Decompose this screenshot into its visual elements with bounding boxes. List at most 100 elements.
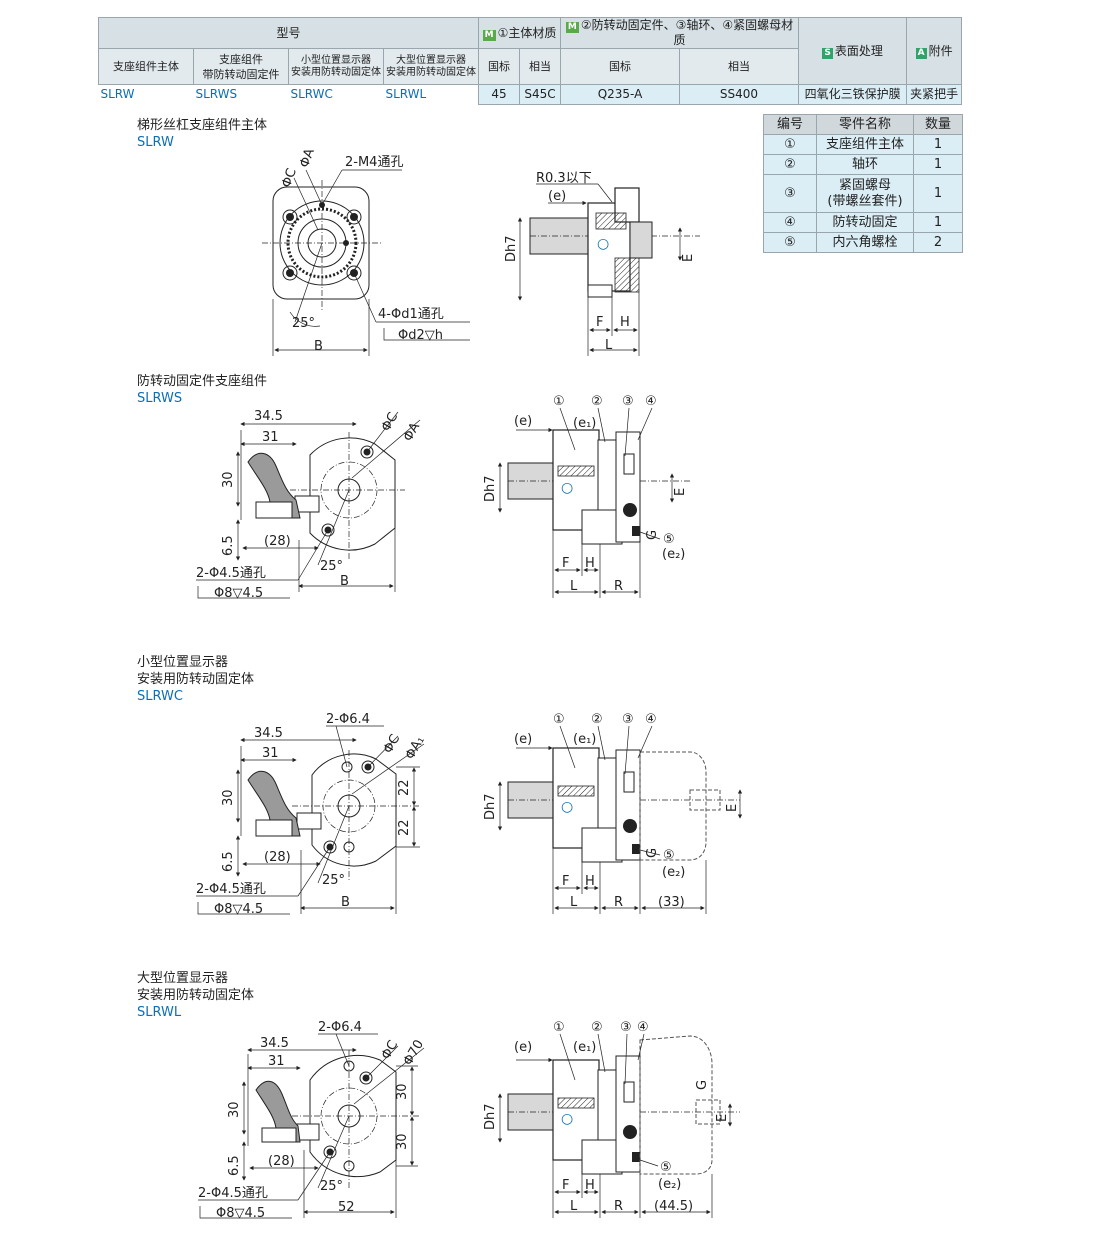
dim-e-paren-slrwc: (e) [514,732,532,747]
dim-e1-slrwl: (e₁) [573,1040,596,1055]
dim-h-slrws: H [585,556,595,571]
callout-4-slrwl: ④ [637,1020,649,1035]
dim-e2-slrwc: (e₂) [662,865,685,880]
dim-22a-slrwc: 22 [397,779,412,796]
val-accessory: 夹紧把手 [906,84,962,105]
dim-l-slrwl: L [570,1199,578,1214]
dim-30: 30 [221,471,236,488]
section-code[interactable]: SLRWL [137,1005,182,1020]
dim-phi70-slrwl: Φ70 [401,1038,427,1069]
dim-e-slrwl: E [715,1114,730,1122]
section-code[interactable]: SLRWC [137,689,183,704]
dim-phia-slrws: ΦA [401,420,424,444]
slrwl-handle-icon[interactable] [255,1080,301,1143]
section-title: 小型位置显示器 [137,655,229,670]
parts-head-no: 编号 [763,114,817,135]
dim-e-slrws: E [673,488,688,496]
slrws-collar [597,439,617,511]
dim-52-slrwl: 52 [338,1200,355,1215]
col-with-fix-l1: 支座组件 [219,52,263,66]
part-no: ② [763,154,817,175]
dim-l-slrwc: L [570,895,578,910]
slrw-bolt-hole [346,265,362,281]
dim-hole45: 2-Φ4.5通孔 [196,566,266,581]
slrws-fix-plate [615,431,641,543]
callout-2-slrwc: ② [591,712,603,727]
material-body-label: ①主体材质 [497,25,557,40]
dim-65-slrwl: 6.5 [227,1155,242,1176]
dim-cb: Φ8▽4.5 [214,586,263,601]
callout-1-slrwl: ① [553,1020,565,1035]
section-title: 防转动固定件支座组件 [137,374,268,389]
slrw-side-view: ○ Dh7 E (e) R0.3以下 F H L [504,171,700,356]
model-slrwl[interactable]: SLRWL [383,84,479,105]
dim-e-paren-slrws: (e) [514,414,532,429]
dim-30a-slrwl: 30 [395,1083,410,1100]
dim-r-slrws: R [614,579,623,594]
dim-phi64-slrwl: 2-Φ6.4 [318,1020,362,1035]
table-row: ② 轴环 1 [763,154,963,175]
dim-f-slrwc: F [562,874,569,889]
dim-d2: Φd2▽h [398,328,443,343]
model-slrwc[interactable]: SLRWC [288,84,384,105]
parts-table: 编号 零件名称 数量 ① 支座组件主体 1 ② 轴环 1 ③ 紧固螺母(带螺丝套… [763,114,963,253]
dim-h: H [620,315,630,330]
col-eq2: 相当 [679,48,799,85]
table-row: ③ 紧固螺母(带螺丝套件) 1 [763,174,963,213]
part-qty: 1 [913,154,963,175]
col-large-l2: 安装用防转动固定体 [386,66,476,78]
dim-30-slrwl: 30 [227,1101,242,1118]
section-code[interactable]: SLRWS [137,391,183,406]
slrw-bolt-head [286,269,294,277]
val-eq1: S45C [519,84,561,105]
part-no: ① [763,134,817,155]
material-parts-label: ②防转动固定件、③轴环、④紧固螺母材质 [580,18,794,47]
part-name: 防转动固定 [816,212,914,233]
model-slrw[interactable]: SLRW [98,84,194,105]
dim-phia1-slrwc: ΦA₁ [403,734,428,763]
slrw-bolt-head [350,213,358,221]
slrw-bolt-head [286,213,294,221]
table-row: ④ 防转动固定 1 [763,212,963,233]
dim-f-slrwl: F [562,1178,569,1193]
col-small-l2: 安装用防转动固定体 [291,66,381,78]
section-slrws: 防转动固定件支座组件 SLRWS [137,373,267,407]
section-title2: 安装用防转动固定体 [137,672,255,687]
slrw-o-ring-icon: ○ [597,236,609,252]
slrwl-indicator-outline [639,1035,713,1175]
dim-cb-slrwl: Φ8▽4.5 [216,1206,265,1221]
dim-d1: 4-Φd1通孔 [378,307,444,322]
col-with-fix: 支座组件带防转动固定件 [193,48,289,85]
slrwl-front-view: 34.5 31 30 6.5 (28) 52 25° 2-Φ4.5通孔 Φ8▽4… [198,1020,427,1221]
dim-33-slrwc: (33) [658,895,685,910]
dim-e2-slrws: (e₂) [662,547,685,562]
dim-phi64-slrwc: 2-Φ6.4 [326,712,370,727]
s-tag: S [822,47,833,59]
dim-b-slrwc: B [341,895,350,910]
dim-g-slrwc: G [645,848,660,858]
callout-3-slrwl: ③ [620,1020,632,1035]
dim-b: B [314,339,323,354]
dim-31-slrwl: 31 [268,1054,285,1069]
slrw-front-view: B 25° ΦC ΦA 2-M4通孔 4-Φd1通孔 Φd2▽h [262,147,470,356]
part-qty: 2 [913,232,963,253]
slrwc-hole-64 [341,761,353,773]
slrw-bolt-hole [282,265,298,281]
dim-e-paren: (e) [548,189,566,204]
slrwc-side-view: ○ Dh7 E (e) (e₁) ① ② ③ ④ ⑤ (e₂) G F H L … [483,712,743,914]
dim-dh7-slrws: Dh7 [483,475,498,502]
dim-30b-slrwl: 30 [395,1133,410,1150]
model-header: 型号 [98,17,479,49]
dim-r-slrwl: R [614,1199,623,1214]
col-body: 支座组件主体 [98,48,194,85]
dim-e1-slrwc: (e₁) [573,732,596,747]
model-slrws[interactable]: SLRWS [193,84,289,105]
section-code[interactable]: SLRW [137,135,174,150]
callout-5: ⑤ [663,532,675,547]
slrwc-front-view: 34.5 31 30 6.5 (28) B 25° 2-Φ4.5通孔 Φ8▽4.… [196,712,428,917]
part-qty: 1 [913,212,963,233]
dim-phic: ΦC [279,166,300,189]
dim-e-slrwc: E [725,804,740,812]
